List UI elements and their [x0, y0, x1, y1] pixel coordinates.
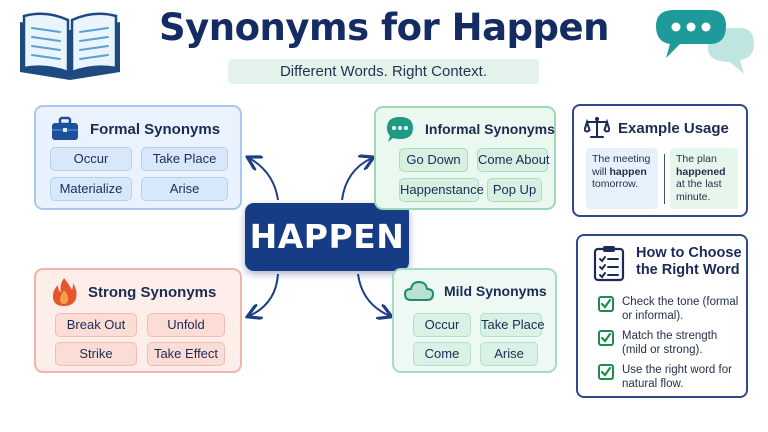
- formal-synonyms-card: Formal Synonyms Occur Take Place Materia…: [34, 105, 242, 210]
- strong-title: Strong Synonyms: [88, 283, 217, 301]
- arrow-to-mild: [357, 273, 390, 316]
- synonym-chip: Happenstance: [399, 178, 484, 202]
- synonym-chip: Occur: [50, 147, 132, 171]
- divider: [664, 154, 665, 204]
- synonym-chip: Arise: [480, 342, 538, 366]
- synonym-chip: Take Place: [141, 147, 228, 171]
- synonym-chip: Take Effect: [147, 342, 225, 366]
- checklist-icon: [593, 246, 625, 282]
- informal-synonyms-card: Informal Synonyms Go Down Come About Hap…: [374, 106, 556, 210]
- synonym-chip: Occur: [413, 313, 471, 337]
- choose-title: How to Choose the Right Word: [636, 245, 742, 278]
- checkbox-icon: [598, 364, 614, 380]
- flame-icon: [52, 278, 77, 306]
- chat-bubble-icon: [387, 117, 413, 142]
- arrow-to-strong: [249, 273, 279, 316]
- cloud-icon: [404, 280, 434, 301]
- usage-title: Example Usage: [618, 119, 729, 137]
- synonym-chip: Pop Up: [487, 178, 542, 202]
- mild-synonyms-card: Mild Synonyms Occur Take Place Come Aris…: [392, 268, 557, 373]
- synonym-chip: Arise: [141, 177, 228, 201]
- synonym-chip: Come About: [477, 148, 550, 172]
- checkbox-icon: [598, 330, 614, 346]
- synonym-chip: Materialize: [50, 177, 132, 201]
- synonym-chip: Unfold: [147, 313, 225, 337]
- example-sentence-2: The plan happened at the last minute.: [670, 148, 738, 209]
- tip-item: Use the right word for natural flow.: [598, 364, 740, 391]
- synonym-chip: Go Down: [399, 148, 468, 172]
- checkbox-icon: [598, 296, 614, 312]
- formal-title: Formal Synonyms: [90, 120, 221, 138]
- how-to-choose-panel: How to Choose the Right Word Check the t…: [576, 234, 748, 398]
- center-word: HAPPEN: [245, 203, 409, 271]
- synonym-chip: Come: [413, 342, 471, 366]
- example-sentence-1: The meeting will happen tomorrow.: [586, 148, 658, 209]
- synonym-chip: Break Out: [55, 313, 137, 337]
- arrow-to-formal: [249, 158, 279, 201]
- strong-synonyms-card: Strong Synonyms Break Out Unfold Strike …: [34, 268, 242, 373]
- tip-item: Check the tone (formal or informal).: [598, 296, 740, 323]
- chat-bubbles-icon: [656, 10, 754, 74]
- synonym-chip: Take Place: [480, 313, 545, 337]
- arrow-to-informal: [341, 158, 372, 201]
- page-subtitle: Different Words. Right Context.: [228, 59, 539, 84]
- example-usage-panel: Example Usage The meeting will happen to…: [572, 104, 748, 217]
- page-title: Synonyms for Happen: [159, 6, 609, 49]
- briefcase-icon: [52, 116, 78, 140]
- open-book-icon: [20, 12, 120, 80]
- scales-icon: [584, 117, 610, 138]
- mild-title: Mild Synonyms: [444, 283, 547, 299]
- tip-item: Match the strength (mild or strong).: [598, 330, 740, 357]
- informal-title: Informal Synonyms: [425, 121, 555, 137]
- synonym-chip: Strike: [55, 342, 137, 366]
